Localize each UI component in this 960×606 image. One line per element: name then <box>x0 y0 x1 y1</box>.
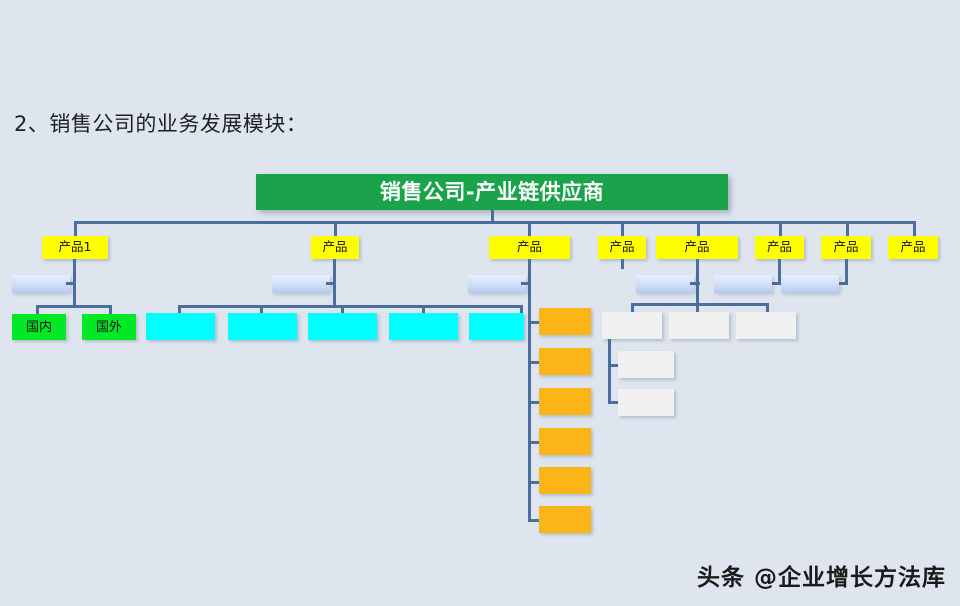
connector-b5-bus <box>631 303 769 306</box>
label-bar-3[interactable] <box>468 275 526 293</box>
orange-node-3[interactable] <box>539 388 591 415</box>
orange-node-6[interactable] <box>539 506 591 533</box>
connector-b5-drop-1 <box>631 303 634 314</box>
connector-b4-spine <box>621 259 624 269</box>
connector-b7-labeltick <box>835 282 848 285</box>
connector-b3-labeltick <box>521 282 531 285</box>
connector-b5-drop-2 <box>696 303 699 314</box>
label-bar-2[interactable] <box>272 275 330 293</box>
connector-whitestack-tick-2 <box>608 401 622 404</box>
connector-b5-drop-3 <box>766 303 769 314</box>
cyan-node-2[interactable] <box>228 313 297 340</box>
connector-b2-bus <box>178 305 523 308</box>
product-node-3[interactable]: 产品 <box>489 236 570 259</box>
connector-b1-drop-1 <box>36 305 39 315</box>
cyan-node-3[interactable] <box>308 313 377 340</box>
orange-node-2[interactable] <box>539 348 591 375</box>
orange-node-5[interactable] <box>539 467 591 494</box>
product-node-1[interactable]: 产品1 <box>42 236 108 259</box>
connector-drop-2 <box>334 221 337 237</box>
label-bar-1[interactable] <box>12 275 70 293</box>
region-node-overseas[interactable]: 国外 <box>82 314 136 340</box>
connector-b3-tick-3 <box>528 401 542 404</box>
connector-b5-labeltick <box>690 282 700 285</box>
connector-b5-spine <box>696 259 699 304</box>
connector-b3-tick-5 <box>528 481 542 484</box>
connector-drop-5 <box>697 221 700 237</box>
orange-node-1[interactable] <box>539 308 591 335</box>
connector-b2-drop-1 <box>178 305 181 315</box>
product-node-8[interactable]: 产品 <box>888 236 938 259</box>
label-bar-6[interactable] <box>714 275 772 293</box>
white-node-1[interactable] <box>602 312 662 339</box>
connector-main-bus <box>74 221 916 224</box>
connector-drop-1 <box>74 221 77 237</box>
connector-b3-tick-2 <box>528 361 542 364</box>
page-title: 2、销售公司的业务发展模块： <box>14 112 308 136</box>
connector-drop-6 <box>779 221 782 237</box>
product-node-4[interactable]: 产品 <box>598 236 646 259</box>
connector-drop-8 <box>913 221 916 237</box>
white-sub-node-2[interactable] <box>618 389 674 416</box>
connector-b2-drop-2 <box>260 305 263 315</box>
product-node-7[interactable]: 产品 <box>821 236 871 259</box>
region-node-domestic[interactable]: 国内 <box>12 314 66 340</box>
white-node-3[interactable] <box>736 312 796 339</box>
connector-b1-bus <box>36 305 112 308</box>
connector-drop-7 <box>846 221 849 237</box>
connector-drop-3 <box>528 221 531 237</box>
connector-b6-spine <box>778 259 781 284</box>
white-node-2[interactable] <box>669 312 729 339</box>
product-node-6[interactable]: 产品 <box>755 236 804 259</box>
connector-b2-drop-5 <box>520 305 523 315</box>
product-node-5[interactable]: 产品 <box>656 236 738 259</box>
root-node[interactable]: 销售公司-产业链供应商 <box>256 174 728 210</box>
watermark: 头条 @企业增长方法库 <box>696 565 946 591</box>
label-bar-5[interactable] <box>636 275 694 293</box>
connector-whitestack-spine <box>608 339 611 404</box>
connector-root-stem <box>491 210 494 222</box>
connector-b3-tick-4 <box>528 441 542 444</box>
orange-node-4[interactable] <box>539 428 591 455</box>
connector-b2-labeltick <box>326 282 336 285</box>
product-node-2[interactable]: 产品 <box>311 236 359 259</box>
connector-b1-drop-2 <box>109 305 112 315</box>
connector-b1-labeltick <box>66 282 76 285</box>
cyan-node-4[interactable] <box>389 313 458 340</box>
connector-b7-spine <box>845 259 848 284</box>
connector-b2-drop-4 <box>422 305 425 315</box>
connector-b2-drop-3 <box>341 305 344 315</box>
connector-b3-spine <box>528 259 531 521</box>
connector-b3-tick-6 <box>528 519 542 522</box>
cyan-node-5[interactable] <box>469 313 524 340</box>
label-bar-7[interactable] <box>781 275 839 293</box>
cyan-node-1[interactable] <box>146 313 215 340</box>
connector-b6-labeltick <box>768 282 781 285</box>
connector-b3-tick-1 <box>528 321 542 324</box>
connector-drop-4 <box>621 221 624 237</box>
connector-whitestack-tick-1 <box>608 364 622 367</box>
white-sub-node-1[interactable] <box>618 351 674 378</box>
